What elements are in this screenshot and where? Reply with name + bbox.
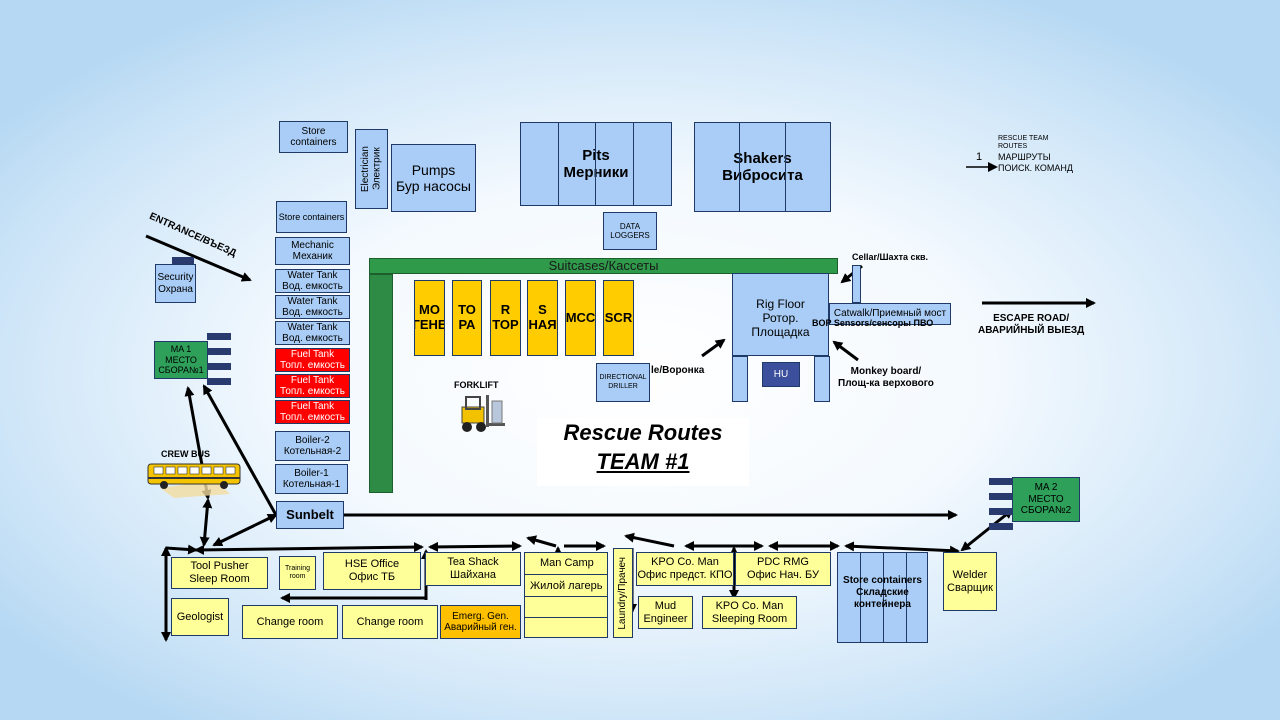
route-camp-main-1: [194, 542, 424, 555]
route-camp-main-5: [624, 532, 675, 548]
title-panel: Rescue Routes TEAM #1: [537, 418, 749, 486]
route-funnel-arrow: [701, 338, 726, 358]
boiler-2-box: Boiler-2 Котельная-2: [275, 431, 350, 461]
legend-line-4: ПОИСК. КОМАНД: [998, 162, 1073, 173]
catwalk-box: Catwalk/Приемный мост: [829, 303, 951, 325]
route-bus-tool: [199, 498, 213, 547]
legend-text: RESCUE TEAM ROUTES МАРШРУТЫ ПОИСК. КОМАН…: [998, 135, 1073, 173]
fuel-tank-2: Fuel Tank Топл. емкость: [275, 374, 350, 398]
pumps-box: Pumps Бур насосы: [391, 144, 476, 212]
zhiloy-lager-label: Жилой лагерь: [530, 580, 603, 592]
route-camp-main-8: [844, 541, 960, 556]
cellar-label: Cellar/Шахта скв.: [852, 252, 929, 262]
route-monkey-arrow: [832, 340, 859, 362]
store-containers-bottom-label: Store containers Складские контейнера: [843, 575, 922, 610]
tool-pusher-box: Tool Pusher Sleep Room: [171, 557, 268, 589]
pits-box: Pits Мерники: [520, 122, 672, 206]
snaya-box: S НАЯ: [527, 280, 558, 356]
forklift-icon: [461, 395, 505, 432]
data-loggers-box: DATA LOGGERS: [603, 212, 657, 250]
motor-box: MO ГЕНЕ: [414, 280, 445, 356]
route-ma1-sunbelt: [202, 384, 278, 516]
bop-sensors-label: BOP Sensors/сенсоры ПВО: [812, 318, 934, 328]
legend-line-3: МАРШРУТЫ: [998, 151, 1051, 162]
man-camp-box: [524, 552, 608, 638]
escape-road-label: ESCAPE ROAD/ АВАРИЙНЫЙ ВЫЕЗД: [978, 313, 1085, 336]
cellar-post: [852, 265, 861, 303]
ma1-stripe-1: [207, 333, 231, 340]
muster-area-2: MA 2 МЕСТО СБОРА№2: [1012, 477, 1080, 522]
water-tank-2: Water Tank Вод. емкость: [275, 295, 350, 319]
mud-engineer-box: Mud Engineer: [638, 596, 693, 629]
fuel-tank-3: Fuel Tank Топл. емкость: [275, 400, 350, 424]
store-containers-bottom: [837, 552, 928, 643]
security-stripe: [172, 257, 194, 264]
shakers-box: Shakers Вибросита: [694, 122, 831, 212]
entrance-arrow: [145, 234, 252, 282]
route-camp-main-3: [526, 535, 557, 548]
rig-floor-leg-right: [814, 356, 830, 402]
mcc-box: MCC: [565, 280, 596, 356]
sunbelt-box: Sunbelt: [276, 501, 344, 529]
scr-box: SCR: [603, 280, 634, 356]
mechanic-box: Mechanic Механик: [275, 237, 350, 265]
water-tank-3: Water Tank Вод. емкость: [275, 321, 350, 345]
crew-bus-label: CREW BUS: [161, 449, 210, 459]
hu-box: HU: [762, 362, 800, 387]
laundry-label: Laundry/Прачеч: [617, 556, 629, 630]
ma2-stripe-2: [989, 493, 1013, 500]
title-line-2: TEAM #1: [596, 449, 690, 474]
route-camp-main-2: [428, 541, 522, 552]
rig-floor-label: Rig Floor Ротор. Площадка: [751, 297, 810, 339]
ma2-stripe-3: [989, 508, 1013, 515]
directional-driller-box: DIRECTIONAL DRILLER: [596, 363, 650, 402]
ma1-stripe-2: [207, 348, 231, 355]
kpo-man-office-box: KPO Co. Man Офис предст. КПО: [636, 552, 734, 586]
route-sunbelt-tool: [212, 513, 278, 547]
hse-office-box: HSE Office Офис ТБ: [323, 552, 421, 590]
change-room-2: Change room: [342, 605, 438, 639]
crew-bus-icon: [147, 463, 241, 498]
fuel-tank-1: Fuel Tank Топл. емкость: [275, 348, 350, 372]
electrician-label: Electrician Электрик: [360, 145, 383, 193]
security-box: Security Охрана: [155, 264, 196, 303]
store-containers-top: Store containers: [279, 121, 348, 153]
pdc-rmg-box: PDC RMG Офис Нач. БУ: [735, 552, 831, 586]
laundry-box: Laundry/Прачеч: [613, 548, 633, 638]
monkey-board-label: Monkey board/ Площ-ка верхового: [838, 366, 934, 389]
ma2-stripe-1: [989, 478, 1013, 485]
rig-floor-leg-left: [732, 356, 748, 402]
suitcases-vertical: [369, 274, 393, 493]
funnel-label: le/Воронка: [651, 365, 705, 376]
kpo-sleeping-room-box: KPO Co. Man Sleeping Room: [702, 596, 797, 629]
legend-line-2: ROUTES: [998, 143, 1028, 151]
rtor-box: R ТОР: [490, 280, 521, 356]
store-containers-mid: Store containers: [276, 201, 347, 233]
muster-area-1: MA 1 МЕСТО СБОРА№1: [154, 341, 208, 379]
legend-number: 1: [976, 151, 983, 163]
legend-line-1: RESCUE TEAM: [998, 135, 1049, 142]
man-camp-label: Man Camp: [540, 557, 594, 569]
ma2-stripe-4: [989, 523, 1013, 530]
emergency-generator-box: Emerg. Gen. Аварийный ген.: [440, 605, 521, 639]
title-line-1: Rescue Routes: [563, 420, 723, 445]
water-tank-1: Water Tank Вод. емкость: [275, 269, 350, 293]
rig-floor-box: Rig Floor Ротор. Площадка: [732, 273, 829, 356]
tea-shack-box: Tea Shack Шайхана: [425, 552, 521, 586]
ma1-stripe-4: [207, 378, 231, 385]
welder-box: Welder Сварщик: [943, 552, 997, 611]
change-room-1: Change room: [242, 605, 338, 639]
route-left-top: [165, 544, 198, 555]
geologist-box: Geologist: [171, 598, 229, 636]
training-room-box: Training room: [279, 556, 316, 590]
ma1-stripe-3: [207, 363, 231, 370]
route-ma2-camp: [960, 508, 1014, 552]
tora-box: TO РА: [452, 280, 482, 356]
forklift-label: FORKLIFT: [454, 380, 499, 390]
boiler-1-box: Boiler-1 Котельная-1: [275, 464, 348, 494]
suitcases-bar: Suitcases/Кассеты: [369, 258, 838, 274]
electrician-box: Electrician Электрик: [355, 129, 388, 209]
